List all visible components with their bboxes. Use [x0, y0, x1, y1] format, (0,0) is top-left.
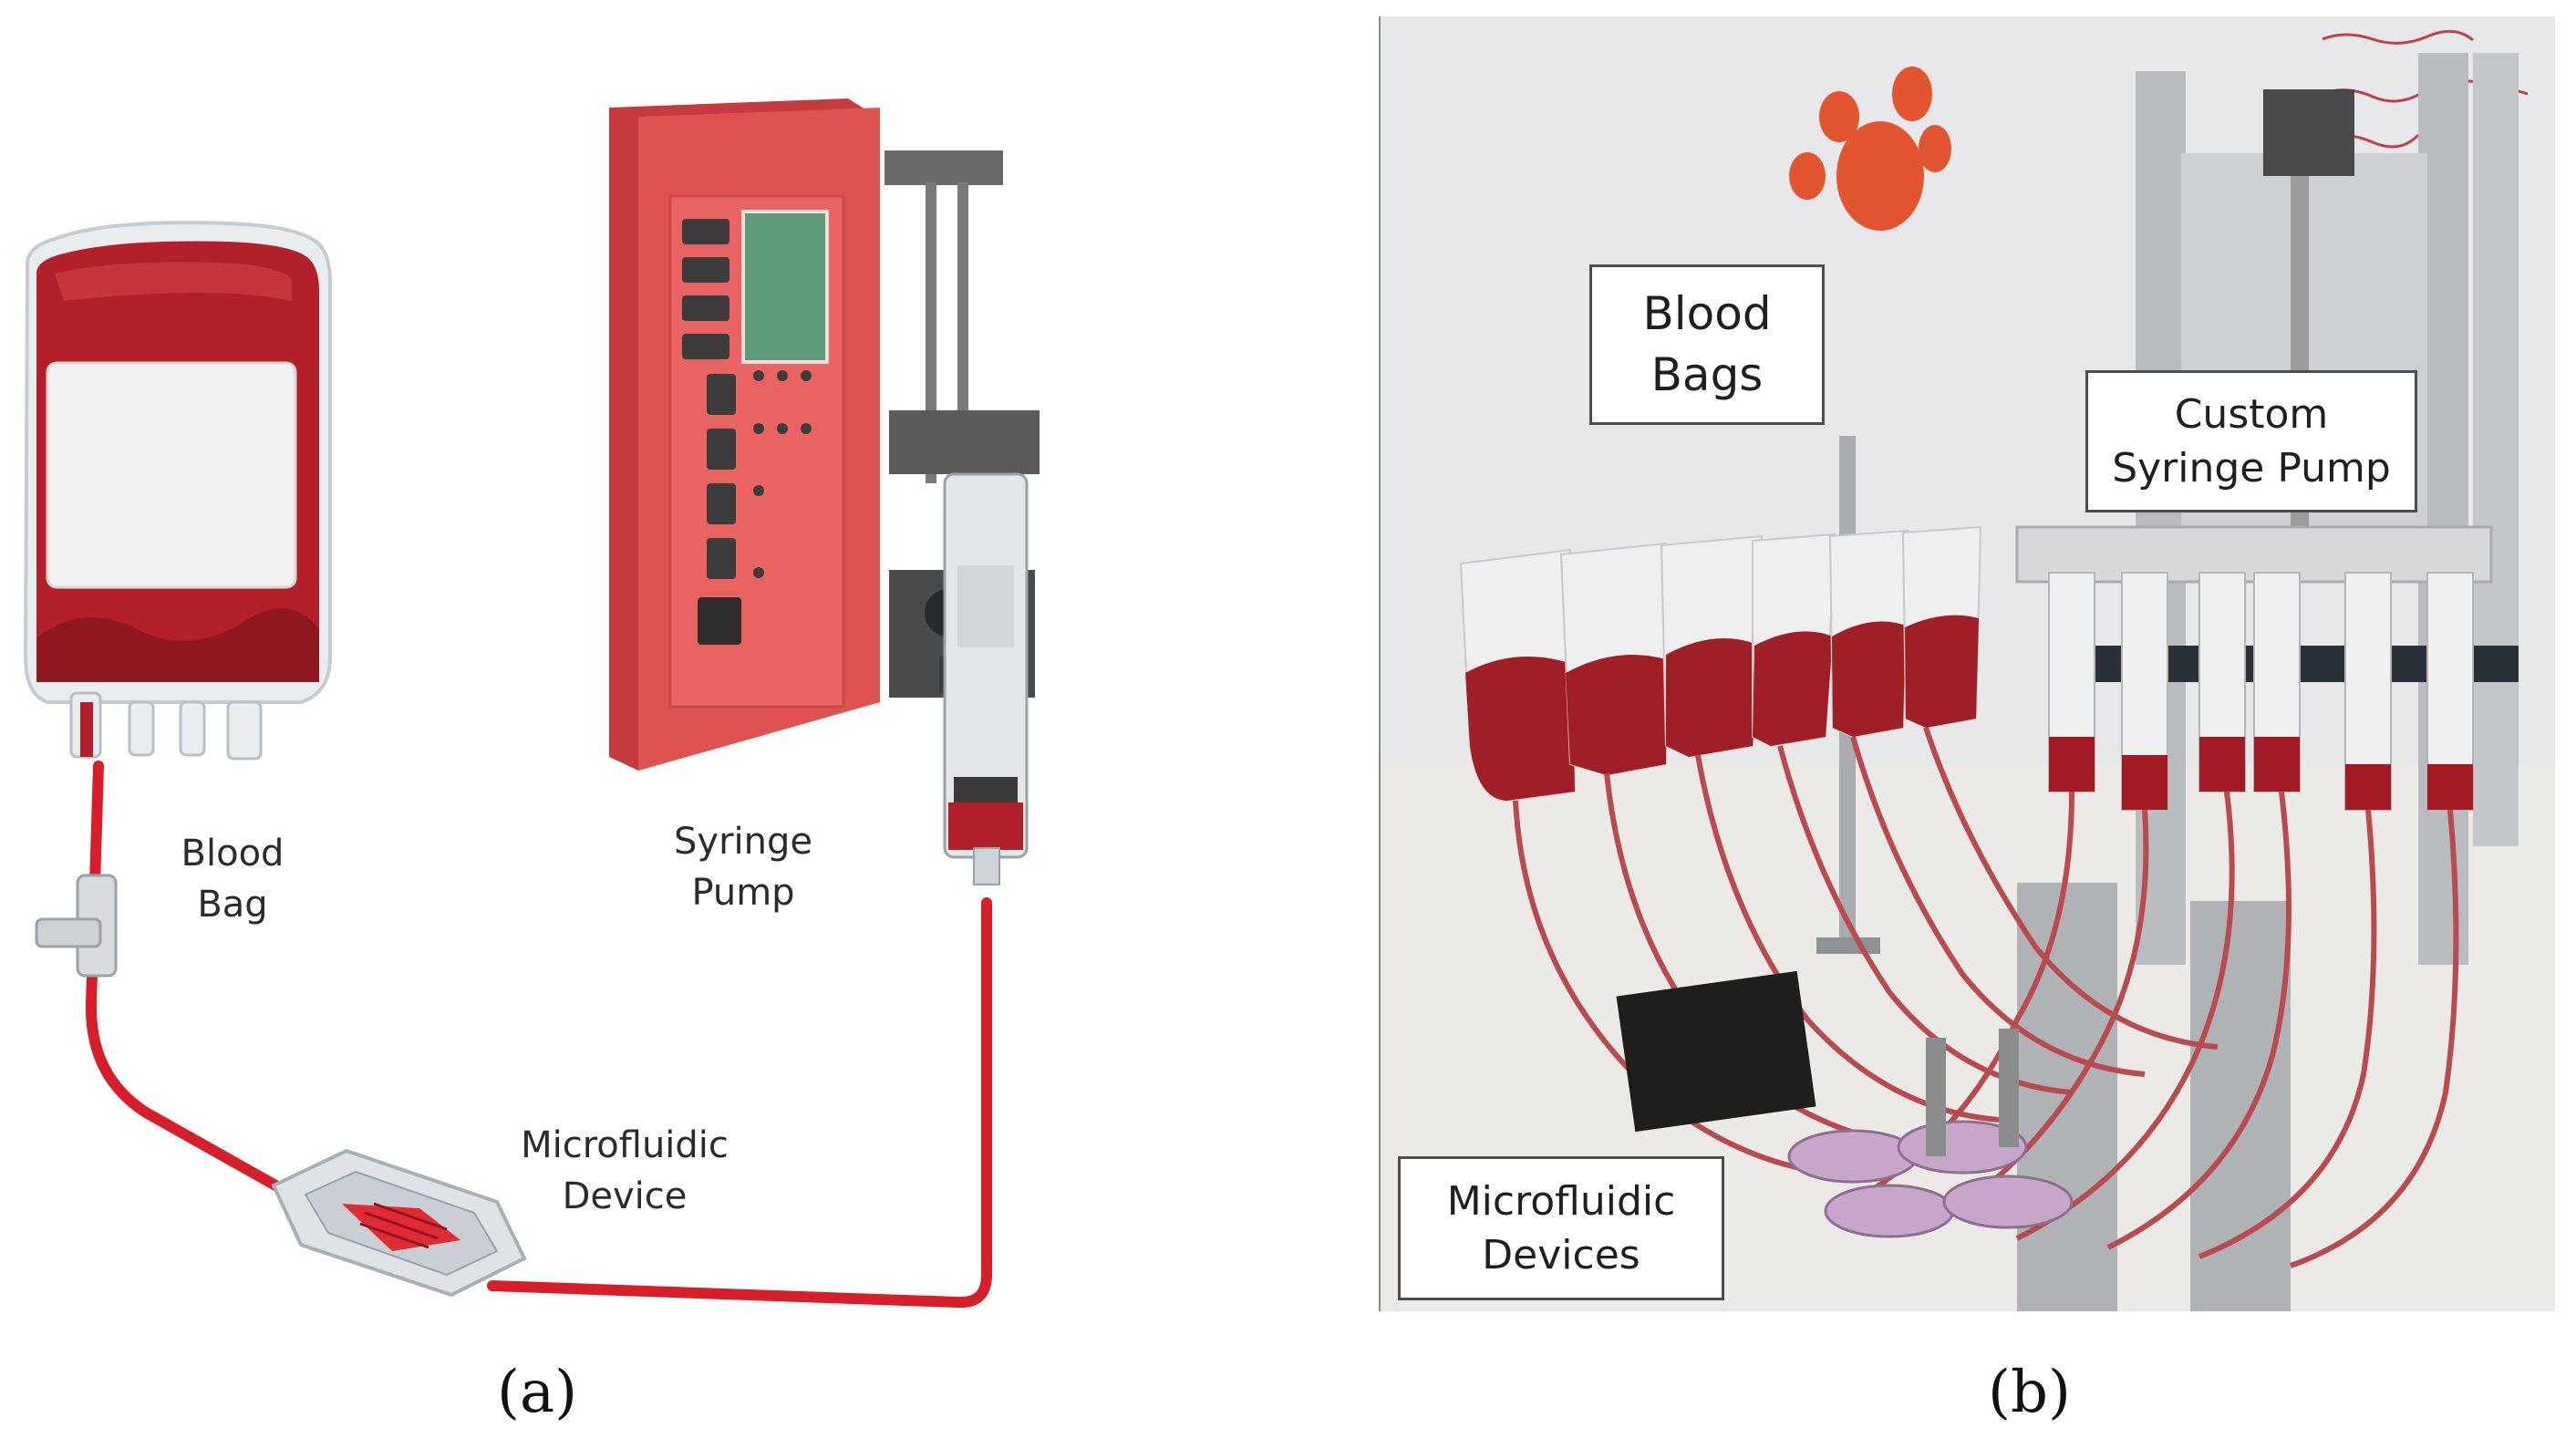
- syringe-pump-label: Syringe Pump: [657, 816, 830, 918]
- microfluidic-device-label-line2: Device: [562, 1175, 688, 1217]
- microfluidic-devices-label-line1: Microfluidic: [1446, 1177, 1676, 1225]
- blood-bags-photo: [1459, 525, 1982, 802]
- blood-bags-label-box: Blood Bags: [1589, 264, 1825, 425]
- custom-syringe-pump-label-line2: Syringe Pump: [2112, 445, 2391, 492]
- microfluidic-device-icon: [271, 1148, 527, 1298]
- syringe-pump-label-line2: Pump: [691, 872, 795, 914]
- stopcock-icon: [35, 874, 118, 978]
- blood-bag-label: Blood Bag: [164, 828, 301, 930]
- microfluidic-devices-photo: [1616, 970, 2074, 1238]
- blood-bags-label-line1: Blood: [1642, 286, 1772, 340]
- schematic-illustration: [23, 98, 1040, 1309]
- microfluidic-device-label: Microfluidic Device: [506, 1120, 743, 1222]
- blood-bag-label-line1: Blood: [181, 833, 284, 875]
- paw-print-decoration: [1789, 67, 1951, 231]
- lab-photograph: [1379, 16, 2555, 1311]
- pump-display: [741, 210, 829, 364]
- tubing-bag-to-device: [85, 761, 297, 1200]
- blood-bags-label-line2: Bags: [1650, 348, 1764, 401]
- syringe-pump-icon: [609, 98, 1040, 885]
- custom-syringe-pump-label-line1: Custom: [2174, 390, 2329, 438]
- panel-a-caption: (a): [497, 1359, 578, 1426]
- custom-syringe-pump-label-box: Custom Syringe Pump: [2085, 370, 2417, 512]
- blood-bag-icon: [23, 221, 332, 761]
- blood-bag-label-area: [46, 361, 297, 589]
- tubing-device-to-syringe: [487, 897, 992, 1309]
- panel-b-caption: (b): [1988, 1359, 2071, 1426]
- microfluidic-device-label-line1: Microfluidic: [521, 1124, 729, 1166]
- syringe-pump-label-line1: Syringe: [674, 821, 812, 863]
- microfluidic-devices-label-line2: Devices: [1482, 1232, 1640, 1278]
- microfluidic-devices-label-box: Microfluidic Devices: [1398, 1156, 1724, 1300]
- blood-bag-label-line2: Bag: [197, 884, 268, 926]
